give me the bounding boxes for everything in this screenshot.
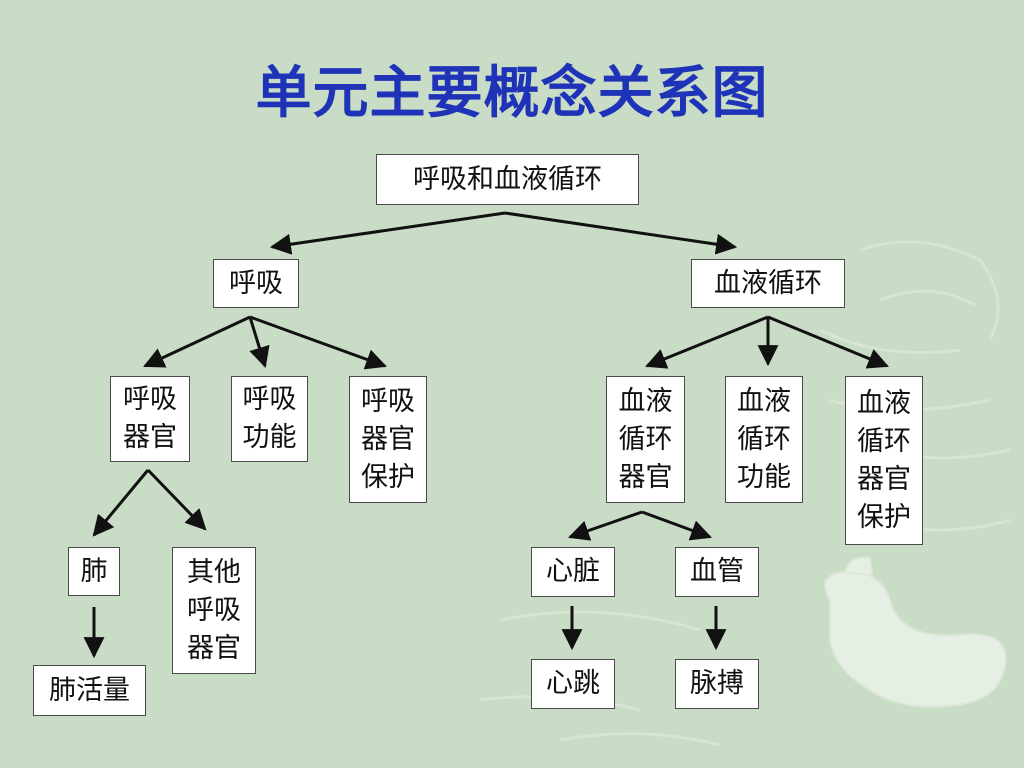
node-pulse: 脉搏 [675,659,759,709]
node-root: 呼吸和血液循环 [376,154,639,205]
node-breathing: 呼吸 [213,259,299,308]
edge-root-breathing [269,211,506,255]
node-vital-capacity: 肺活量 [33,665,146,716]
edge-root-circulation [504,211,738,255]
edge-circ-organs-vessel [641,510,712,541]
edge-breathing-resp-protection [249,315,387,370]
edge-circulation-circ-protection [767,315,889,369]
edge-breathing-resp-function [248,316,270,369]
node-resp-organs: 呼吸 器官 [110,376,190,462]
node-heartbeat: 心跳 [531,659,615,709]
edge-circulation-circ-organs [645,315,769,369]
node-circ-organs: 血液 循环 器官 [606,376,685,503]
page-title: 单元主要概念关系图 [255,60,769,126]
node-circ-protection: 血液 循环 器官 保护 [845,376,923,545]
edge-breathing-resp-organs [143,315,251,368]
node-blood-vessel: 血管 [675,547,759,597]
node-lung: 肺 [68,547,120,596]
dragon-motif [824,556,1007,708]
edge-resp-organs-other [146,468,207,531]
node-heart: 心脏 [531,547,615,597]
node-resp-function: 呼吸 功能 [231,376,308,462]
node-other-resp-organs: 其他 呼吸 器官 [172,547,256,674]
node-resp-protection: 呼吸 器官 保护 [349,376,427,503]
node-circ-function: 血液 循环 功能 [725,376,803,503]
node-circulation: 血液循环 [691,259,845,308]
edge-circ-organs-heart [568,510,643,541]
edge-resp-organs-lung [92,469,150,537]
